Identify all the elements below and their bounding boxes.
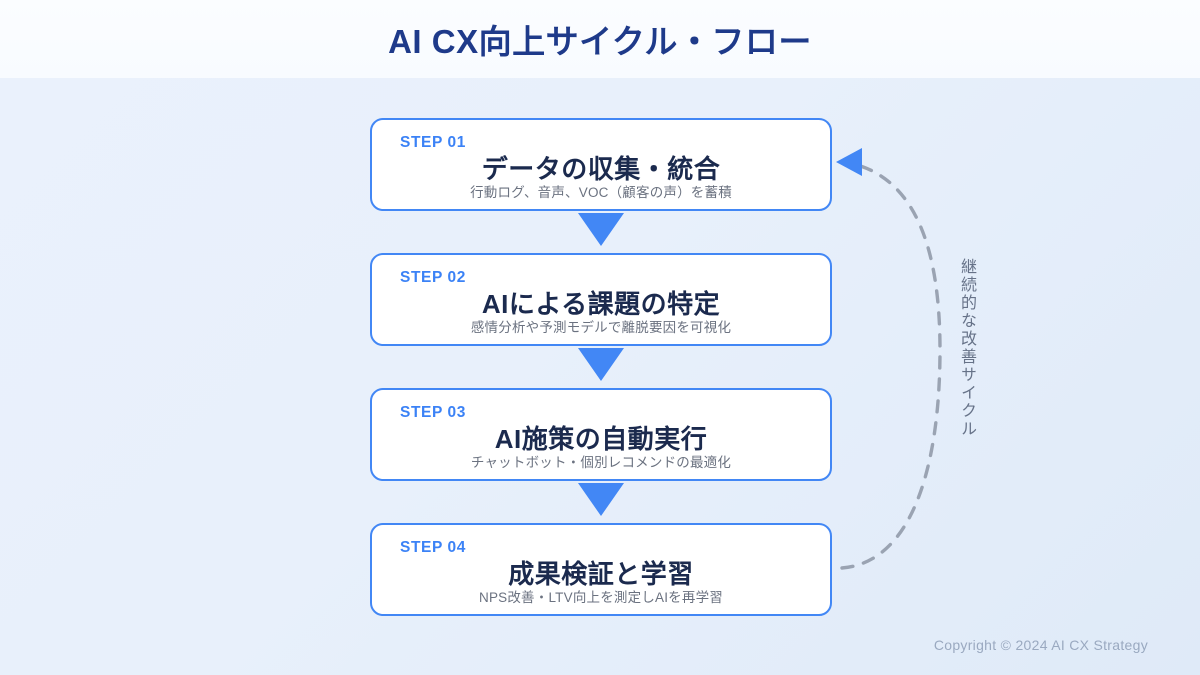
step-label: STEP 01 <box>400 134 466 151</box>
step-heading: 成果検証と学習 <box>508 559 694 589</box>
page-title: AI CX向上サイクル・フロー <box>388 23 812 60</box>
step-card[interactable]: STEP 04 成果検証と学習 NPS改善・LTV向上を測定しAIを再学習 <box>370 523 832 616</box>
step-heading: データの収集・統合 <box>481 154 721 184</box>
loop-dashed-curve <box>840 162 942 570</box>
step-subtitle: 行動ログ、音声、VOC（顧客の声）を蓄積 <box>470 185 732 200</box>
down-triangle-arrow-icon <box>578 348 624 381</box>
step-heading: AIによる課題の特定 <box>481 289 721 319</box>
step-label: STEP 04 <box>400 539 466 556</box>
down-triangle-arrow-icon <box>578 483 624 516</box>
continuous-improvement-loop <box>836 148 942 570</box>
step-card[interactable]: STEP 03 AI施策の自動実行 チャットボット・個別レコメンドの最適化 <box>370 388 832 516</box>
step-card[interactable]: STEP 02 AIによる課題の特定 感情分析や予測モデルで離脱要因を可視化 <box>370 253 832 381</box>
step-subtitle: チャットボット・個別レコメンドの最適化 <box>470 455 732 470</box>
step-heading: AI施策の自動実行 <box>494 424 708 454</box>
step-subtitle: 感情分析や予測モデルで離脱要因を可視化 <box>470 320 732 335</box>
down-triangle-arrow-icon <box>578 213 624 246</box>
step-card[interactable]: STEP 01 データの収集・統合 行動ログ、音声、VOC（顧客の声）を蓄積 <box>370 118 832 246</box>
header-band <box>0 0 1200 78</box>
step-label: STEP 03 <box>400 404 466 421</box>
footer-copyright: Copyright © 2024 AI CX Strategy <box>933 637 1148 653</box>
left-triangle-arrow-icon <box>836 148 862 176</box>
flow-steps-list: STEP 01 データの収集・統合 行動ログ、音声、VOC（顧客の声）を蓄積 S… <box>370 118 832 616</box>
step-subtitle: NPS改善・LTV向上を測定しAIを再学習 <box>479 590 723 605</box>
loop-label: 継続的な改善サイクル <box>958 258 975 438</box>
step-label: STEP 02 <box>400 269 466 286</box>
